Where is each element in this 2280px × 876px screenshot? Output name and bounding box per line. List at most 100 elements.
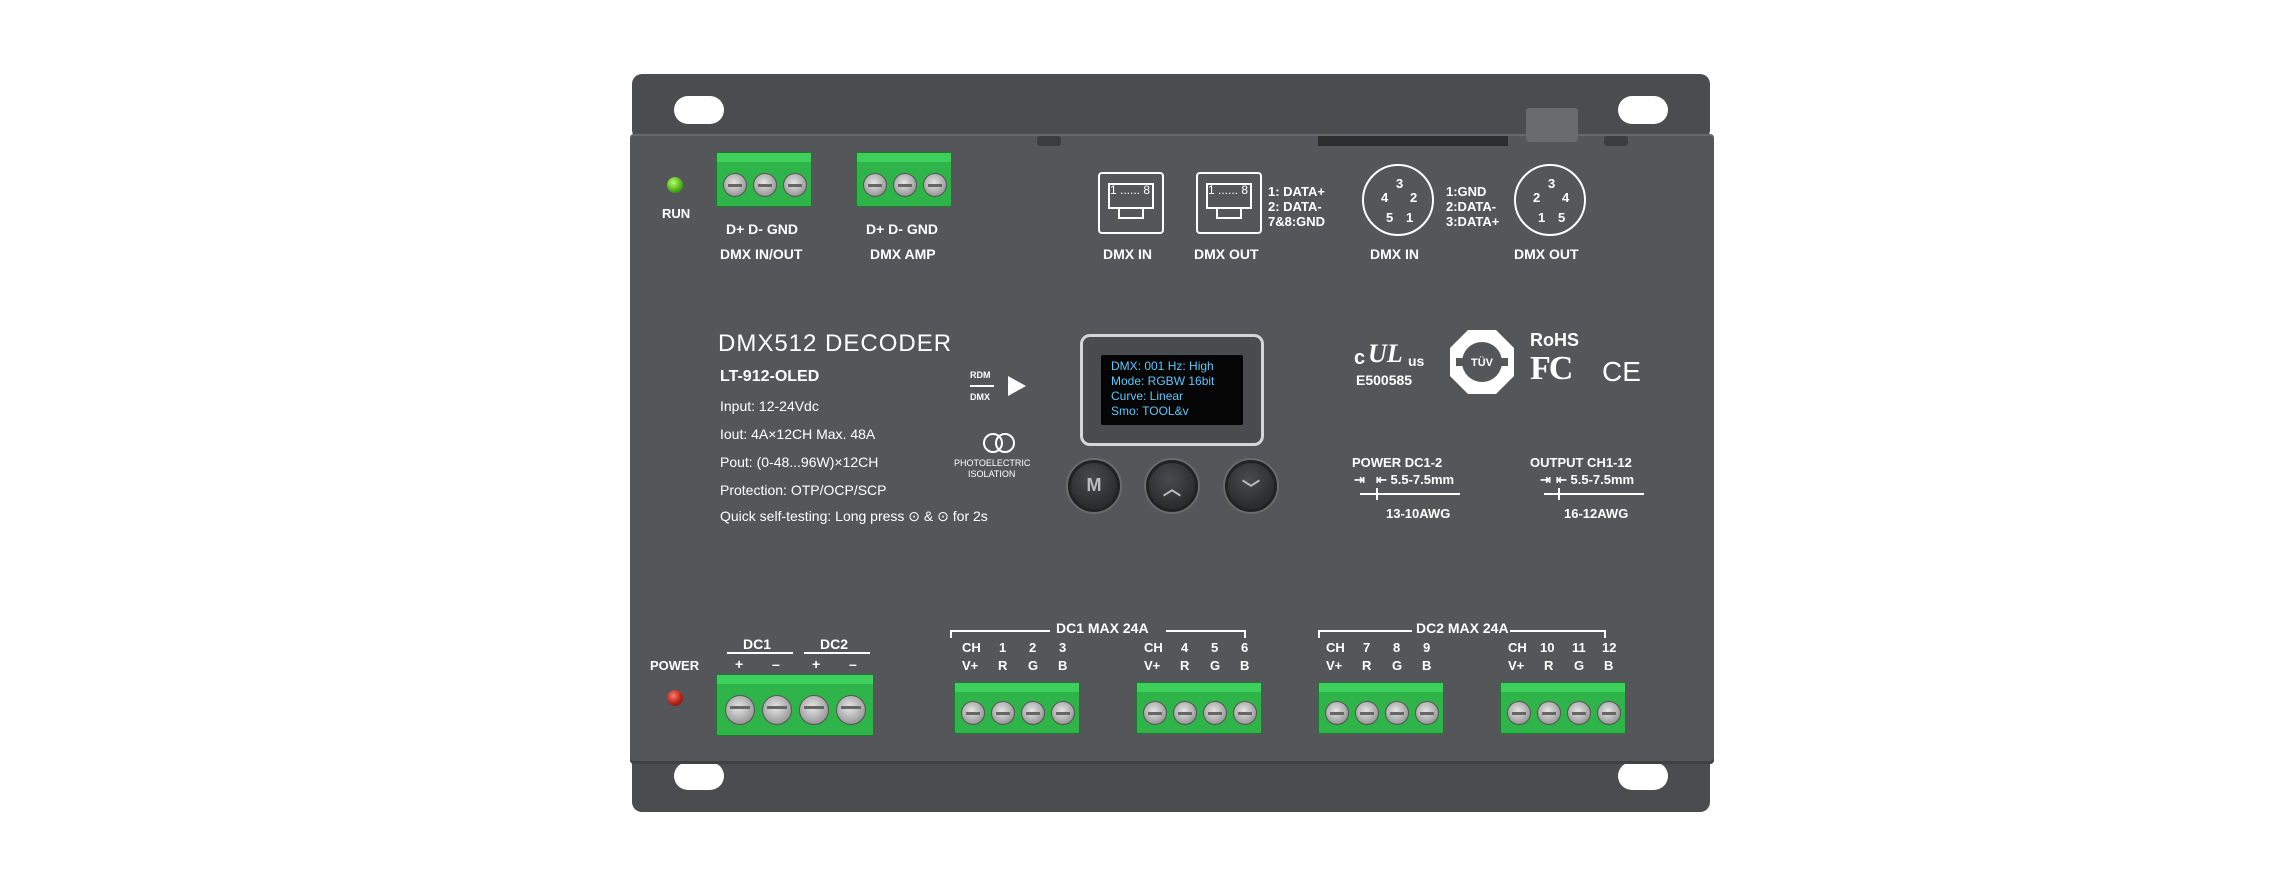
terminal-screw[interactable] [1537,701,1561,725]
output-group-polarity: V+ [1508,658,1525,673]
output-terminal-ch4-6[interactable] [1136,682,1262,734]
output-wire-strip-icon: ⇥ [1540,472,1551,487]
ul-listed-icon: c UL us [1354,339,1425,369]
dc1-group-line [950,630,1050,632]
up-button[interactable]: ︿ [1146,460,1198,512]
terminal-screw[interactable] [863,173,887,197]
down-button[interactable]: ﹀ [1225,460,1277,512]
terminal-screw[interactable] [1173,701,1197,725]
svg-text:UL: UL [1368,339,1403,368]
oled-screen: DMX: 001 Hz: High Mode: RGBW 16bit Curve… [1101,355,1243,425]
rj45-pin-numbers: 1 ...... 8 [1208,183,1249,197]
spec-input: Input: 12-24Vdc [720,398,819,414]
output-wire-title: OUTPUT CH1-12 [1530,455,1632,470]
output-group-polarity: R [1180,658,1190,673]
output-group-channel: CH [1508,640,1527,655]
output-group-channel: 6 [1241,640,1249,655]
front-panel [630,134,1714,764]
output-group-channel: CH [962,640,981,655]
output-group-channel: 1 [999,640,1007,655]
terminal-screw[interactable] [1355,701,1379,725]
power-wire-diagram-mark [1376,488,1378,500]
terminal-screw[interactable] [783,173,807,197]
output-group-polarity: G [1210,658,1221,673]
output-group-polarity: B [1240,658,1250,673]
output-group-polarity: B [1422,658,1432,673]
terminal-screw[interactable] [1597,701,1621,725]
terminal-screw[interactable] [961,701,985,725]
terminal-screw[interactable] [1415,701,1439,725]
dc1-plus: + [735,656,744,672]
terminal-screw[interactable] [1051,701,1075,725]
terminal-screw[interactable] [1203,701,1227,725]
svg-text:c: c [1354,347,1365,369]
dmx-amp-terminal[interactable] [856,152,952,207]
output-group-channel: 10 [1540,640,1555,655]
dmx-amp-pins: D+ D- GND [866,221,938,237]
output-group-polarity: V+ [962,658,979,673]
dmx-in-out-pins: D+ D- GND [726,221,798,237]
terminal-screw[interactable] [1021,701,1045,725]
chevron-down-icon: ﹀ [1242,479,1260,499]
terminal-screw[interactable] [723,173,747,197]
dc2-group-line [1318,630,1412,632]
xlr-dmx-out-port[interactable]: 3 2 4 1 5 [1514,164,1586,236]
dc1-group-tick [950,630,952,638]
output-wire-diagram-mark [1558,488,1560,500]
terminal-screw[interactable] [762,695,792,725]
isolation-icon [983,433,1015,453]
terminal-screw[interactable] [725,695,755,725]
terminal-screw[interactable] [1507,701,1531,725]
output-terminal-ch10-12[interactable] [1500,682,1626,734]
output-group-channel: 9 [1423,640,1431,655]
rj45-dmx-out-port[interactable] [1196,172,1262,234]
ul-certificate-number: E500585 [1356,372,1413,388]
dmx-in-out-label: DMX IN/OUT [720,246,803,262]
output-group-channel: 11 [1572,640,1586,655]
output-group-polarity: R [998,658,1008,673]
terminal-screw[interactable] [1325,701,1349,725]
power-wire-strip-length: ⇤ 5.5-7.5mm [1376,472,1455,487]
output-group-polarity: B [1058,658,1068,673]
terminal-screw[interactable] [1233,701,1257,725]
dc-power-input-terminal[interactable] [716,674,874,736]
output-terminal-ch7-9[interactable] [1318,682,1444,734]
terminal-screw[interactable] [1385,701,1409,725]
power-wire-diagram [1360,493,1460,495]
mounting-slot [674,762,724,790]
terminal-screw[interactable] [836,695,866,725]
output-group-polarity: G [1392,658,1403,673]
dmx-amp-label: DMX AMP [870,246,936,262]
output-group-channel: 12 [1602,640,1617,655]
ce-mark: CE [1602,356,1641,387]
output-wire-gauge: 16-12AWG [1564,506,1629,521]
output-group-polarity: G [1574,658,1585,673]
terminal-screw[interactable] [799,695,829,725]
menu-button[interactable]: M [1068,460,1120,512]
power-label: POWER [650,658,700,673]
output-group-polarity: V+ [1144,658,1161,673]
dmx-in-out-terminal[interactable] [716,152,812,207]
terminal-screw[interactable] [1143,701,1167,725]
output-group-channel: 8 [1393,640,1401,655]
xlr-dmx-in-port[interactable]: 3 4 2 5 1 [1362,164,1434,236]
dc1-minus: – [772,656,780,672]
dc1-max-label: DC1 MAX 24A [1056,620,1149,636]
terminal-screw[interactable] [753,173,777,197]
output-group-polarity: V+ [1326,658,1343,673]
terminal-screw[interactable] [893,173,917,197]
rj45-pinout-legend: 1: DATA+ 2: DATA- 7&8:GND [1268,184,1326,229]
output-group-channel: 7 [1363,640,1371,655]
terminal-screw[interactable] [923,173,947,197]
terminal-screw[interactable] [1567,701,1591,725]
rdm-dmx-arrow-icon [970,376,1026,396]
rj45-dmx-in-port[interactable] [1098,172,1164,234]
dc1-group-line [1166,630,1246,632]
panel-bolt [1604,136,1628,146]
output-group-polarity: B [1604,658,1614,673]
dc2-group-line [1510,630,1606,632]
output-group-channel: CH [1326,640,1345,655]
oled-line: Smo: TOOL&v [1111,404,1189,418]
output-terminal-ch1-3[interactable] [954,682,1080,734]
terminal-screw[interactable] [991,701,1015,725]
